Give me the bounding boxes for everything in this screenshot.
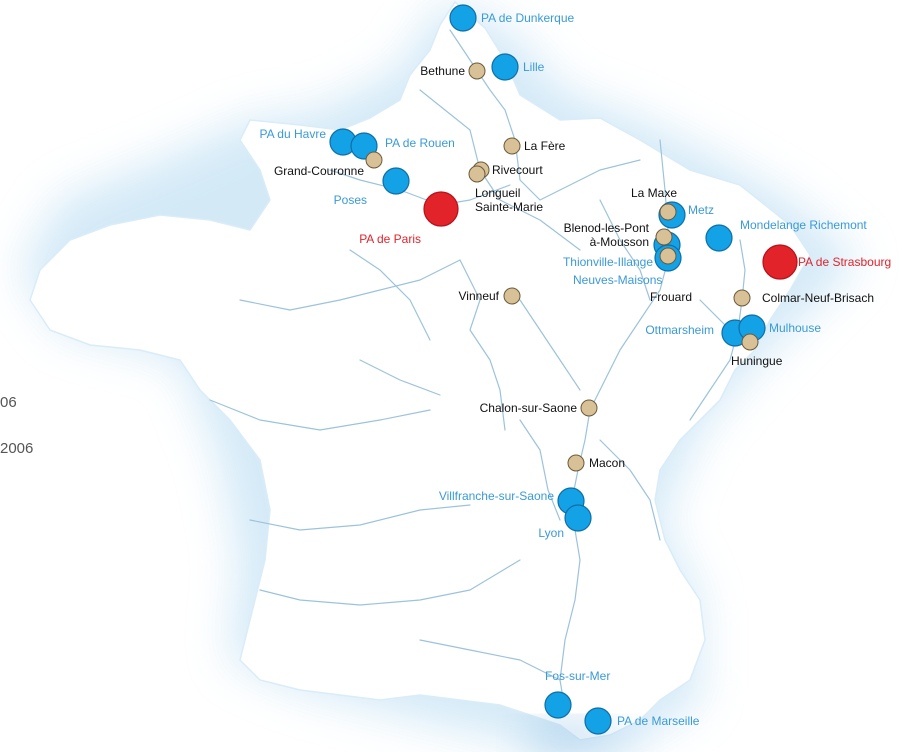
port-marker-macon: [567, 454, 585, 472]
port-marker-la-fere: [503, 137, 521, 155]
port-marker-blenod: [655, 228, 673, 246]
port-label-blenod: Blenod-les-Pont: [564, 221, 650, 235]
mediterranean-sea: [520, 720, 640, 752]
port-marker-mondelange: [705, 224, 733, 252]
port-marker-strasbourg: [762, 244, 798, 280]
port-marker-la-maxe: [659, 203, 677, 221]
port-marker-colmar: [733, 289, 751, 307]
port-label-bethune: Bethune: [420, 64, 465, 78]
port-label-havre: PA du Havre: [260, 127, 327, 141]
port-marker-marseille: [584, 707, 612, 735]
port-label-chalon: Chalon-sur-Saone: [480, 401, 578, 415]
port-label-lyon: Lyon: [538, 526, 564, 540]
port-label-blenod-line2: à-Mousson: [590, 235, 649, 249]
port-label-metz: Metz: [688, 203, 714, 217]
port-marker-frouard: [659, 247, 677, 265]
port-label-la-maxe: La Maxe: [631, 186, 677, 200]
port-label-grand-couronne: Grand-Couronne: [274, 164, 364, 178]
port-marker-dunkerque: [449, 4, 477, 32]
port-marker-bethune: [468, 62, 486, 80]
port-marker-grand-couronne: [365, 151, 383, 169]
port-label-neuves-maisons: Neuves-Maisons: [573, 273, 662, 287]
port-label-macon: Macon: [589, 456, 625, 470]
port-label-dunkerque: PA de Dunkerque: [481, 11, 575, 25]
port-label-colmar: Colmar-Neuf-Brisach: [762, 291, 874, 305]
port-marker-vinneuf: [503, 287, 521, 305]
port-label-mondelange: Mondelange Richemont: [740, 218, 867, 232]
port-label-ottmarsheim: Ottmarsheim: [645, 323, 714, 337]
port-label-thionville: Thionville-Illange: [563, 255, 653, 269]
port-marker-lille: [491, 53, 519, 81]
legend-text-2: 2006: [0, 440, 34, 457]
legend-text-1: 06: [0, 394, 17, 411]
port-label-vinneuf: Vinneuf: [459, 289, 500, 303]
port-marker-fos: [544, 691, 572, 719]
port-label-marseille: PA de Marseille: [617, 714, 700, 728]
port-label-frouard: Frouard: [650, 290, 692, 304]
port-label-longueil: Longueil: [475, 186, 520, 200]
port-marker-paris: [423, 191, 459, 227]
port-marker-longueil: [468, 165, 486, 183]
port-label-lille: Lille: [523, 60, 545, 74]
port-label-huningue: Huningue: [731, 354, 783, 368]
port-label-poses: Poses: [334, 193, 367, 207]
river-network: [209, 29, 746, 711]
port-marker-lyon: [564, 504, 592, 532]
port-marker-poses: [382, 167, 410, 195]
port-label-villefranche: Villfranche-sur-Saone: [439, 489, 554, 503]
port-markers: [329, 4, 798, 735]
port-label-rivecourt: Rivecourt: [492, 163, 543, 177]
port-label-la-fere: La Fère: [524, 139, 566, 153]
port-label-rouen: PA de Rouen: [385, 136, 455, 150]
port-label-paris: PA de Paris: [359, 232, 421, 246]
port-label-strasbourg: PA de Strasbourg: [798, 255, 891, 269]
france-landmass: [29, 0, 811, 741]
port-marker-huningue: [741, 333, 759, 351]
port-label-longueil-line2: Sainte-Marie: [475, 200, 543, 214]
port-marker-chalon: [580, 399, 598, 417]
port-label-fos: Fos-sur-Mer: [545, 669, 610, 683]
port-label-mulhouse: Mulhouse: [769, 321, 821, 335]
